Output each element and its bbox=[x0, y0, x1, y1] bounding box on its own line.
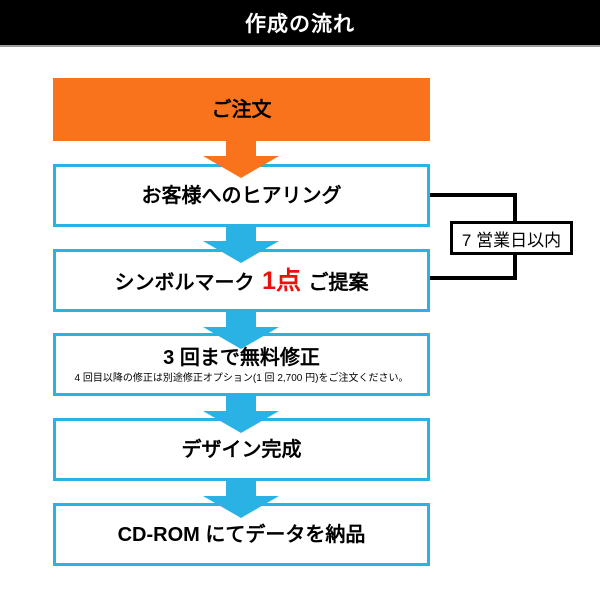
page-title: 作成の流れ bbox=[245, 12, 355, 36]
page-title-bar: 作成の流れ bbox=[0, 0, 600, 47]
step-revisions-label: 3 回まで無料修正 bbox=[163, 346, 320, 369]
duration-badge-label: 7 営業日以内 bbox=[461, 230, 562, 250]
down-arrow-icon bbox=[203, 481, 279, 518]
step-proposal-label: シンボルマーク 1点 ご提案 bbox=[114, 266, 369, 295]
step-design-complete-label: デザイン完成 bbox=[181, 438, 302, 461]
step-order-label: ご注文 bbox=[211, 98, 272, 121]
step-hearing-label: お客様へのヒアリング bbox=[141, 184, 342, 207]
bracket-line-bottom bbox=[430, 276, 517, 280]
step-delivery-label: CD-ROM にてデータを納品 bbox=[117, 523, 366, 546]
duration-badge: 7 営業日以内 bbox=[450, 221, 573, 255]
step-proposal: シンボルマーク 1点 ご提案 bbox=[53, 249, 430, 312]
down-arrow-icon bbox=[203, 312, 279, 349]
proposal-count-highlight: 1点 bbox=[262, 266, 301, 295]
step-order: ご注文 bbox=[53, 78, 430, 141]
bracket-line-top bbox=[430, 193, 517, 197]
step-revisions-note: 4 回目以降の修正は別途修正オプション(1 回 2,700 円)をご注文ください… bbox=[74, 372, 409, 384]
down-arrow-icon bbox=[203, 226, 279, 263]
down-arrow-icon bbox=[203, 141, 279, 178]
down-arrow-icon bbox=[203, 396, 279, 433]
